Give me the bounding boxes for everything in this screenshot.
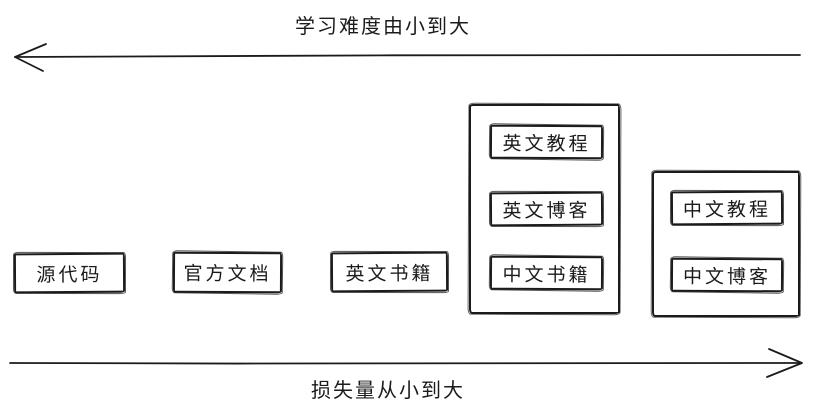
difficulty-arrow-left [14,43,801,72]
box-label: 英文书籍 [345,262,434,285]
box-english-blogs: 英文博客 [489,191,604,227]
group-box-2: 中文教程 中文博客 [652,171,800,317]
arrow-head-right-icon [766,348,803,378]
box-chinese-blogs: 中文博客 [670,257,784,293]
box-english-books: 英文书籍 [330,251,449,293]
box-label: 中文教程 [682,198,772,221]
box-label: 中文书籍 [502,263,591,286]
box-chinese-books: 中文书籍 [489,255,604,291]
box-label: 源代码 [36,263,103,286]
arrow-line [9,361,802,365]
box-chinese-tutorials: 中文教程 [670,190,784,226]
box-source-code: 源代码 [13,252,126,294]
group-box-1: 英文教程 英文博客 中文书籍 [469,104,620,314]
bottom-axis-label: 损失量从小到大 [311,378,465,402]
loss-arrow-right [9,348,803,378]
arrow-head-left-icon [14,43,47,72]
top-axis-label: 学习难度由小到大 [295,14,471,38]
box-label: 英文博客 [502,199,591,222]
box-english-tutorials: 英文教程 [489,124,604,160]
box-label: 官方文档 [183,262,272,286]
box-label: 英文教程 [502,132,591,155]
box-label: 中文博客 [682,265,772,288]
arrow-line [14,53,801,58]
box-official-docs: 官方文档 [172,251,283,294]
